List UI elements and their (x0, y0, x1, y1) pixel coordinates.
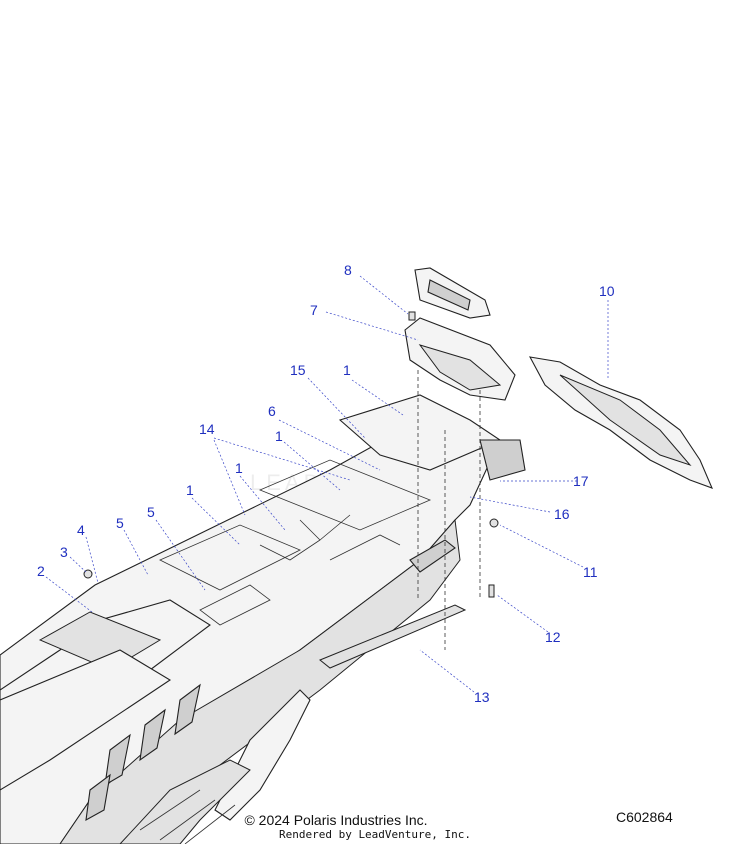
chassis-tunnel (0, 394, 526, 844)
rendered-by-text: Rendered by LeadVenture, Inc. (278, 828, 472, 841)
callout-5: 5 (116, 515, 124, 531)
callout-1: 1 (235, 460, 243, 476)
screw-part (408, 311, 416, 321)
callout-9: 8 (344, 262, 352, 278)
callout-2: 2 (37, 563, 45, 579)
callout-7: 6 (268, 403, 276, 419)
light-cover-part (414, 267, 491, 319)
bolt-part (488, 584, 495, 598)
washer-part (489, 518, 499, 528)
copyright-text: © 2024 Polaris Industries Inc. (244, 812, 428, 828)
callout-1: 1 (186, 482, 194, 498)
callout-16: 16 (554, 506, 570, 522)
callout-6: 5 (147, 504, 155, 520)
callout-1: 1 (343, 362, 351, 378)
callout-17: 17 (573, 473, 589, 489)
diagram-code: C602864 (616, 809, 673, 825)
callout-13: 13 (474, 689, 490, 705)
callout-14: 14 (199, 421, 215, 437)
leader-lines (45, 275, 609, 693)
callout-1: 1 (275, 428, 283, 444)
snow-flap-part (528, 356, 714, 489)
rear-housing-part (404, 317, 516, 401)
callout-8: 7 (310, 302, 318, 318)
callout-10: 10 (599, 283, 615, 299)
callout-4: 4 (77, 522, 85, 538)
callout-3: 3 (60, 544, 68, 560)
callout-labels: 8 7 10 15 1 6 14 1 1 1 17 16 5 5 4 3 11 … (37, 262, 615, 705)
callout-11: 11 (583, 564, 598, 580)
callout-12: 12 (545, 629, 561, 645)
callout-15: 15 (290, 362, 306, 378)
